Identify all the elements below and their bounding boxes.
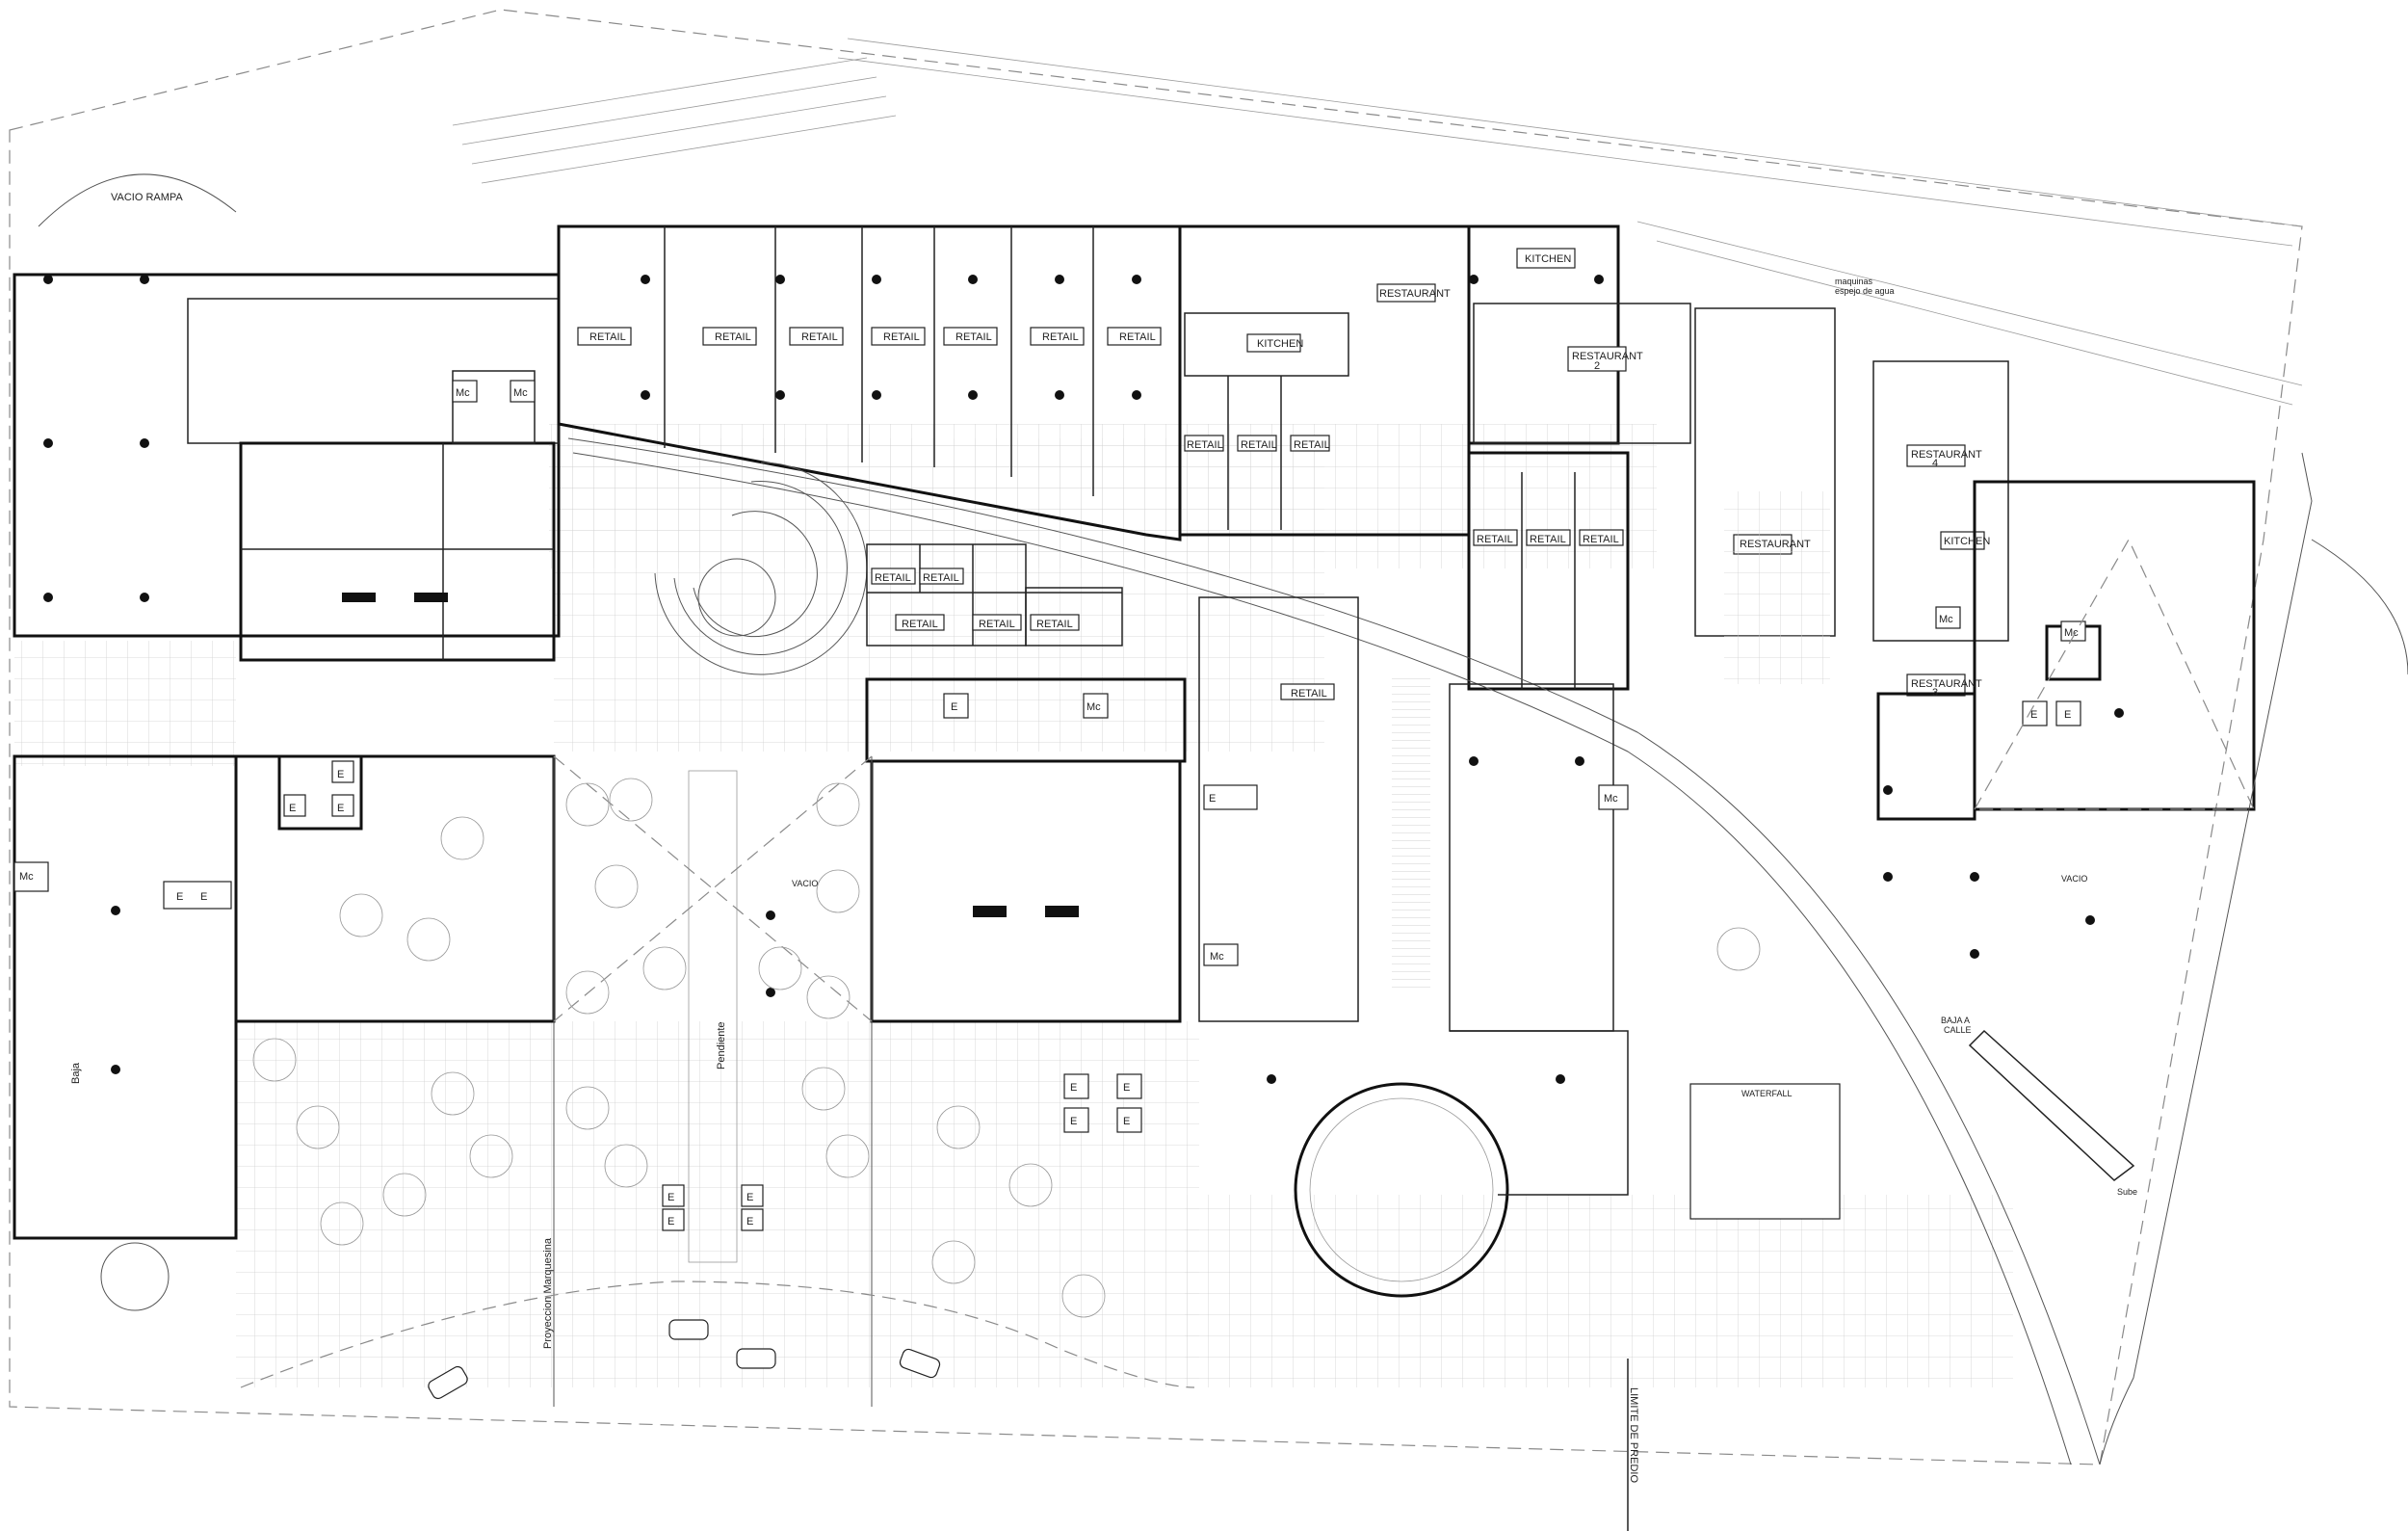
east-street-edge bbox=[2099, 452, 2313, 1465]
e-label-s6: E bbox=[667, 1216, 674, 1227]
retail-label-11: RETAIL bbox=[1477, 534, 1513, 545]
waterfall bbox=[1689, 1083, 1841, 1220]
restaurant-label-1: RESTAURANT bbox=[1379, 288, 1451, 300]
e-label-s8: E bbox=[746, 1216, 753, 1227]
retail-label-5: RETAIL bbox=[955, 331, 992, 343]
food-court bbox=[1198, 596, 1629, 1032]
e-label-s2: E bbox=[1070, 1116, 1077, 1127]
east-ramp bbox=[1968, 1029, 2135, 1181]
proyeccion-marquesina-label: Proyeccion Marquesina bbox=[542, 1237, 554, 1349]
retail-label-18: RETAIL bbox=[1036, 619, 1073, 630]
mc-label-east-2: Mc bbox=[2064, 627, 2079, 639]
mc-label-fc2: Mc bbox=[1604, 793, 1618, 805]
palm-trees bbox=[252, 778, 1761, 1318]
site-boundary bbox=[9, 9, 2303, 1465]
parked-cars bbox=[428, 1319, 941, 1400]
e-label-s1: E bbox=[1070, 1082, 1077, 1094]
retail-label-19: RETAIL bbox=[1291, 688, 1327, 700]
terrace-lines bbox=[452, 38, 2303, 406]
waterfall-label: WATERFALL bbox=[1741, 1089, 1793, 1098]
retail-label-14: RETAIL bbox=[875, 572, 911, 584]
south-plaza-curve bbox=[240, 1280, 1195, 1388]
e-label-w5: E bbox=[200, 891, 207, 903]
retail-label-7: RETAIL bbox=[1119, 331, 1156, 343]
east-sidewalk-arc bbox=[2311, 539, 2408, 675]
retail-label-3: RETAIL bbox=[801, 331, 838, 343]
vacio-label: VACIO bbox=[2061, 874, 2087, 884]
retail-label-17: RETAIL bbox=[979, 619, 1015, 630]
espejo-label: espejo de agua bbox=[1835, 286, 1895, 296]
round-restaurant bbox=[1294, 1030, 1629, 1298]
round-feature-sw bbox=[100, 1242, 170, 1311]
restaurant-2-block bbox=[1467, 224, 1691, 691]
retail-label-1: RETAIL bbox=[589, 331, 626, 343]
restaurant-3-number: 3 bbox=[1932, 687, 1938, 699]
promenade-curve-inner bbox=[572, 452, 2072, 1465]
mc-label-core: Mc bbox=[1086, 701, 1101, 713]
e-label-s5: E bbox=[667, 1192, 674, 1203]
vacio-rampa-arc bbox=[38, 173, 237, 227]
e-label-east-1: E bbox=[2030, 709, 2037, 721]
pendiente-label: Pendiente bbox=[716, 1021, 727, 1069]
vacio-diagonal bbox=[1973, 538, 2255, 810]
mc-label-w3: Mc bbox=[513, 387, 528, 399]
restaurant-block-north bbox=[1178, 224, 1471, 537]
structural-columns bbox=[43, 275, 2124, 1084]
baja-a-calle-label-2: CALLE bbox=[1944, 1025, 1972, 1035]
e-label-core-1: E bbox=[951, 701, 957, 713]
retail-label-4: RETAIL bbox=[883, 331, 920, 343]
retail-label-6: RETAIL bbox=[1042, 331, 1079, 343]
west-cores bbox=[13, 370, 536, 910]
west-plaza-paving bbox=[14, 641, 236, 766]
e-label-w1: E bbox=[337, 769, 344, 780]
e-label-fc: E bbox=[1209, 793, 1216, 805]
limite-de-predio-label: LIMITE DE PREDIO bbox=[1628, 1387, 1639, 1483]
retail-label-16: RETAIL bbox=[902, 619, 938, 630]
kitchen-label-2: KITCHEN bbox=[1525, 253, 1571, 265]
retail-label-10: RETAIL bbox=[1294, 439, 1330, 451]
south-plaza-paving bbox=[236, 1021, 1199, 1387]
mc-label-fc: Mc bbox=[1210, 951, 1224, 963]
retail-label-12: RETAIL bbox=[1530, 534, 1566, 545]
retail-label-8: RETAIL bbox=[1187, 439, 1223, 451]
south-cores bbox=[662, 1073, 1142, 1231]
spiral-ramp bbox=[654, 462, 868, 675]
mc-label-w: Mc bbox=[19, 871, 34, 883]
e-label-east-2: E bbox=[2064, 709, 2071, 721]
baja-label: Baja bbox=[70, 1062, 82, 1084]
baja-a-calle-label: BAJA A bbox=[1941, 1016, 1970, 1025]
restaurant-3-label: RESTAURANT bbox=[1911, 678, 1982, 690]
restaurant-4-label: RESTAURANT bbox=[1911, 449, 1982, 461]
upper-plaza-paving bbox=[549, 424, 1657, 568]
e-label-w3: E bbox=[289, 803, 296, 814]
retail-label-13: RETAIL bbox=[1583, 534, 1619, 545]
vacio-label-center: VACIO bbox=[792, 879, 818, 888]
restaurant-4-number: 4 bbox=[1932, 458, 1938, 469]
vacio-rampa-label: VACIO RAMPA bbox=[111, 192, 183, 203]
e-label-s4: E bbox=[1123, 1116, 1130, 1127]
central-retail-cluster bbox=[866, 543, 1123, 647]
restaurant-label-east: RESTAURANT bbox=[1740, 539, 1811, 550]
maquinas-label: maquinas bbox=[1835, 277, 1873, 286]
restaurant-2-label: RESTAURANT bbox=[1572, 351, 1643, 362]
retail-label-15: RETAIL bbox=[923, 572, 959, 584]
east-paving bbox=[1185, 1195, 2013, 1387]
mc-label-w2: Mc bbox=[456, 387, 470, 399]
retail-strip-north bbox=[557, 224, 1182, 541]
retail-label-2: RETAIL bbox=[715, 331, 751, 343]
e-label-w4: E bbox=[176, 891, 183, 903]
e-label-s7: E bbox=[746, 1192, 753, 1203]
mc-label-east: Mc bbox=[1939, 614, 1953, 625]
e-label-w2: E bbox=[337, 803, 344, 814]
e-label-s3: E bbox=[1123, 1082, 1130, 1094]
sube-label: Sube bbox=[2117, 1187, 2137, 1197]
retail-label-9: RETAIL bbox=[1241, 439, 1277, 451]
east-block bbox=[1694, 307, 2256, 821]
restaurant-2-number: 2 bbox=[1594, 360, 1600, 372]
central-walkway bbox=[553, 755, 873, 1407]
kitchen-label-3: KITCHEN bbox=[1944, 536, 1990, 547]
kitchen-label-1: KITCHEN bbox=[1257, 338, 1303, 350]
promenade-curve-outer bbox=[567, 437, 2101, 1465]
